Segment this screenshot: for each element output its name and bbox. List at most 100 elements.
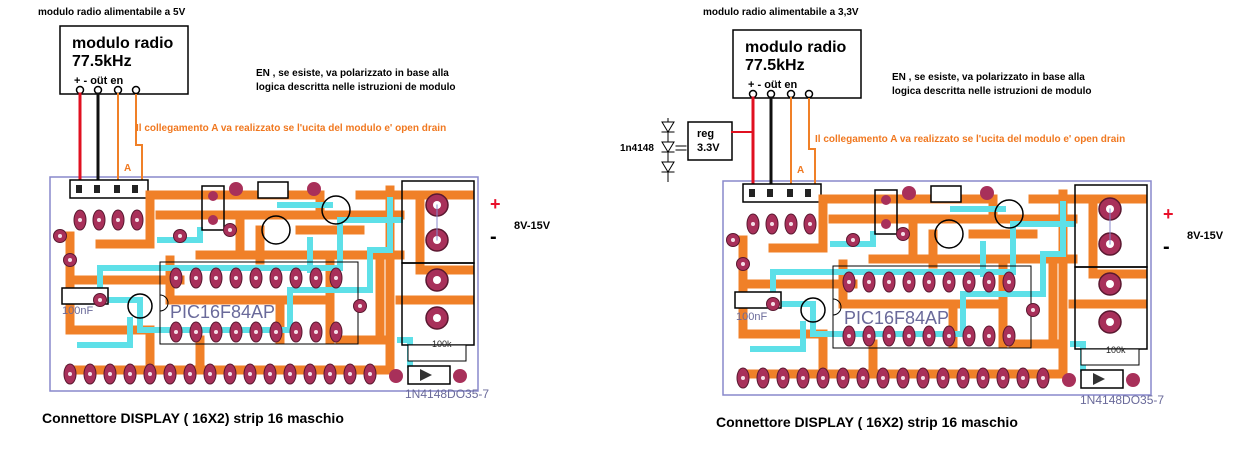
module-pin-dot <box>131 85 141 95</box>
module-header <box>69 179 149 199</box>
pad-hole <box>861 376 865 380</box>
pad-hole <box>961 376 965 380</box>
pad-hole <box>867 280 871 284</box>
module-pin-dot <box>75 85 85 95</box>
left-header: modulo radio alimentabile a 5V <box>38 7 186 18</box>
transistor-can <box>127 293 153 319</box>
left-module-freq: 77.5kHz <box>72 53 132 70</box>
pad-hole <box>97 218 101 222</box>
left-module-pins: + - oüt en <box>74 75 124 87</box>
pad-hole <box>248 372 252 376</box>
pad-hole <box>308 372 312 376</box>
pad-hole <box>1021 376 1025 380</box>
pad-hole <box>208 372 212 376</box>
pad-hole <box>821 376 825 380</box>
terminal-hole <box>1106 280 1114 288</box>
pad-hole <box>68 258 72 262</box>
pad-hole <box>887 334 891 338</box>
header-pin <box>787 189 793 197</box>
resistor-100k <box>407 344 467 362</box>
pad-hole <box>981 376 985 380</box>
pad-hole <box>881 376 885 380</box>
pad-hole <box>234 330 238 334</box>
diode-pad <box>1126 373 1140 387</box>
pad-hole <box>731 238 735 242</box>
diode-symbol <box>420 369 432 381</box>
pad-hole <box>901 232 905 236</box>
right-module-freq: 77.5kHz <box>745 57 805 74</box>
pad-hole <box>116 218 120 222</box>
pad-hole <box>135 218 139 222</box>
transistor-can <box>800 297 826 323</box>
left-cap-label: 100nF <box>62 305 94 317</box>
left-connector-caption: Connettore DISPLAY ( 16X2) strip 16 masc… <box>42 410 344 426</box>
left-resistor-label: 100k <box>432 339 452 349</box>
pad-hole <box>128 372 132 376</box>
pad-hole <box>947 334 951 338</box>
pad-hole <box>328 372 332 376</box>
pad-hole <box>174 276 178 280</box>
right-diode-label: 1N4148DO35-7 <box>1080 393 1165 407</box>
regulator-box <box>687 121 733 161</box>
pad-hole <box>78 218 82 222</box>
pad-hole <box>178 234 182 238</box>
board-outline <box>49 176 479 392</box>
resistor-100k <box>1080 348 1140 366</box>
side-diode <box>661 121 675 133</box>
pad-hole <box>901 376 905 380</box>
right-cap-label: 100nF <box>736 311 768 323</box>
pad-hole <box>1007 280 1011 284</box>
cap-pad <box>208 191 218 201</box>
pad-hole <box>741 262 745 266</box>
pad-hole <box>68 372 72 376</box>
diode-symbol <box>1093 373 1105 385</box>
pad-hole <box>58 234 62 238</box>
pad-hole <box>334 276 338 280</box>
right-reg-label-1: reg <box>697 128 715 140</box>
right-diode-side-label: 1n4148 <box>620 143 654 154</box>
pad-hole <box>108 372 112 376</box>
pad-hole <box>294 330 298 334</box>
pad-hole <box>294 276 298 280</box>
pad-hole <box>801 376 805 380</box>
pad-hole <box>907 334 911 338</box>
diode-pad <box>389 369 403 383</box>
module-pin-dot <box>748 89 758 99</box>
pad-hole <box>987 280 991 284</box>
pad-hole <box>927 280 931 284</box>
left-supply-voltage: 8V-15V <box>514 220 551 232</box>
left-module-title: modulo radio <box>72 35 174 52</box>
pad-hole <box>841 376 845 380</box>
pad-hole <box>88 372 92 376</box>
crystal-can <box>994 199 1024 229</box>
header-pin <box>94 185 100 193</box>
pad-hole <box>268 372 272 376</box>
pad-hole <box>334 330 338 334</box>
right-header: modulo radio alimentabile a 3,3V <box>703 7 859 18</box>
diode-pad <box>980 186 994 200</box>
module-pin-dot <box>786 89 796 99</box>
left-open-drain-note: Il collegamento A va realizzato se l'uci… <box>136 123 447 134</box>
pad-hole <box>927 334 931 338</box>
right-link-label: A <box>797 165 805 176</box>
diode-pad <box>453 369 467 383</box>
pad-hole <box>254 330 258 334</box>
ic-notch <box>159 294 169 312</box>
left-board-drawing <box>49 25 479 392</box>
pad-hole <box>194 330 198 334</box>
right-connector-caption: Connettore DISPLAY ( 16X2) strip 16 masc… <box>716 414 1018 430</box>
pad-hole <box>214 276 218 280</box>
pad-hole <box>228 372 232 376</box>
right-en-note-2: logica descritta nelle istruzioni de mod… <box>892 86 1092 97</box>
module-pin-dot <box>804 89 814 99</box>
right-supply-minus: - <box>1163 236 1170 258</box>
module-pin-dot <box>766 89 776 99</box>
pad-hole <box>234 276 238 280</box>
right-board-drawing <box>661 29 1152 396</box>
diode-top <box>930 185 962 203</box>
right-reg-label-2: 3.3V <box>697 142 720 154</box>
pad-hole <box>847 334 851 338</box>
right-chip-label: PIC16F84AP <box>844 308 950 328</box>
board-outline <box>722 180 1152 396</box>
